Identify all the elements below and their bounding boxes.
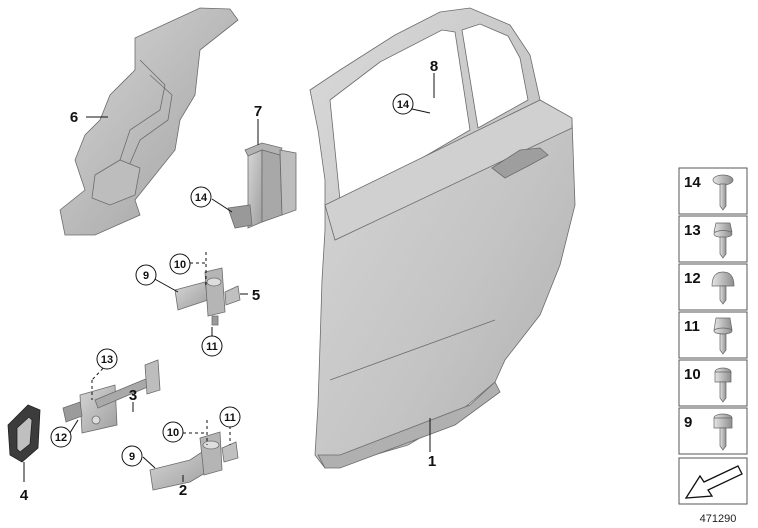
lower-hinge	[149, 431, 239, 491]
arrow-down-left-icon	[684, 465, 743, 499]
fastener-panel: 14 13 12 11	[678, 167, 748, 505]
callout-10-lower: 10	[162, 421, 184, 443]
callout-9-lower: 9	[121, 445, 143, 467]
svg-text:13: 13	[101, 354, 113, 366]
foam-block	[227, 142, 297, 229]
svg-text:10: 10	[167, 427, 179, 439]
svg-text:12: 12	[55, 432, 67, 444]
hex-flange-bolt-icon	[713, 317, 733, 355]
label-part-6: 6	[70, 109, 78, 126]
svg-text:13: 13	[684, 222, 701, 239]
svg-text:9: 9	[143, 270, 149, 282]
torx-button-head-screw-icon	[711, 271, 735, 305]
svg-text:10: 10	[684, 366, 701, 383]
label-part-4: 4	[20, 487, 29, 504]
fastener-row-9: 9	[684, 413, 733, 451]
svg-text:9: 9	[684, 414, 692, 431]
svg-text:12: 12	[684, 270, 701, 287]
rear-door	[309, 7, 576, 469]
callout-12: 12	[50, 426, 72, 448]
label-part-3: 3	[129, 387, 137, 404]
svg-text:14: 14	[397, 99, 410, 111]
svg-text:14: 14	[684, 174, 701, 191]
callout-13: 13	[96, 348, 118, 370]
insulation-panel	[59, 7, 239, 236]
check-strap-gasket	[7, 404, 41, 463]
label-part-7: 7	[254, 103, 262, 120]
svg-text:14: 14	[195, 192, 208, 204]
circled-callouts: 14 14 10 9 11 13 12 10	[50, 93, 414, 467]
hex-bolt-washer-icon	[713, 222, 733, 259]
label-part-5: 5	[252, 287, 260, 304]
svg-text:11: 11	[206, 341, 218, 353]
fastener-row-13: 13	[684, 222, 733, 259]
fastener-row-11: 11	[684, 317, 733, 355]
torx-bolt-collar-icon	[713, 413, 733, 451]
svg-text:11: 11	[224, 412, 236, 424]
upper-hinge	[174, 267, 241, 326]
fastener-row-10: 10	[684, 366, 732, 403]
callout-14-buffer: 14	[392, 93, 414, 115]
label-part-2: 2	[179, 482, 187, 499]
svg-text:11: 11	[684, 318, 700, 335]
callout-10-upper: 10	[169, 253, 191, 275]
fastener-row-14: 14	[684, 174, 734, 211]
callout-11-lower: 11	[219, 406, 241, 428]
torx-bolt-icon	[714, 367, 732, 403]
label-part-8: 8	[430, 58, 438, 75]
callout-9-upper: 9	[135, 264, 157, 286]
svg-text:9: 9	[129, 451, 135, 463]
torx-bolt-flange-icon	[712, 174, 734, 211]
label-part-1: 1	[428, 453, 436, 470]
callout-14-foam: 14	[190, 186, 212, 208]
callout-11-upper: 11	[201, 335, 223, 357]
door-check-strap	[62, 359, 161, 434]
fastener-row-12: 12	[684, 270, 735, 305]
leader-lines	[23, 73, 435, 482]
part-number-labels: 1 2 3 4 5 6 7 8	[20, 58, 438, 504]
svg-text:10: 10	[174, 259, 186, 271]
diagram-reference-number: 471290	[700, 513, 737, 525]
